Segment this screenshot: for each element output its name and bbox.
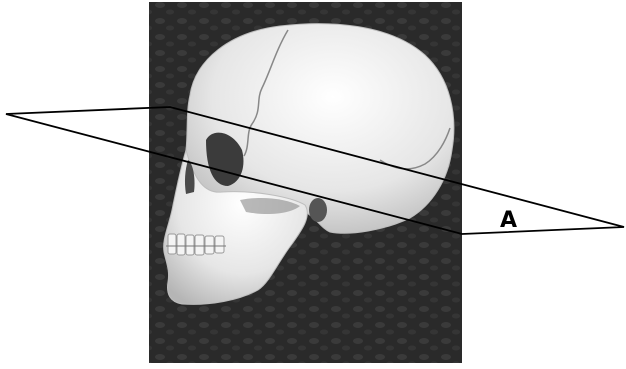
ear-canal: [309, 198, 327, 222]
plane-label: A: [500, 208, 517, 233]
teeth: [168, 234, 224, 255]
